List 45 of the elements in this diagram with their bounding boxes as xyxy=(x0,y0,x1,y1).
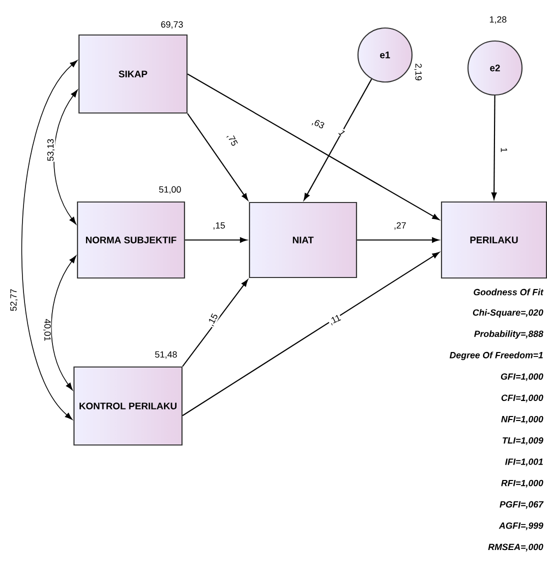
arrow xyxy=(187,74,440,220)
arrow xyxy=(51,256,76,390)
variable-box: NIAT xyxy=(248,202,358,278)
arrow xyxy=(182,252,440,416)
fit-statistic: PGFI=,067 xyxy=(500,501,544,509)
arrow xyxy=(182,280,248,367)
variable-box: KONTROL PERILAKU xyxy=(73,366,183,446)
estimate-label: 2,19 xyxy=(414,64,422,80)
edge-label: 1 xyxy=(337,128,347,138)
arrow xyxy=(357,237,439,243)
edge-label: ,27 xyxy=(393,222,407,230)
edge-label: ,75 xyxy=(225,132,239,148)
arrow xyxy=(54,90,78,224)
estimate-label: 1,28 xyxy=(490,16,506,24)
fit-statistic: GFI=1,000 xyxy=(500,373,544,382)
fit-statistic: IFI=1,001 xyxy=(505,458,543,466)
fit-statistic: RMSEA=,000 xyxy=(488,544,544,552)
estimate-label: 51,00 xyxy=(159,186,181,194)
edge-label: 53,13 xyxy=(46,138,56,162)
edge-label: ,15 xyxy=(206,312,220,328)
fit-statistic: Goodness Of Fit xyxy=(474,288,544,296)
estimate-label: 69,73 xyxy=(161,21,183,29)
arrow xyxy=(187,113,248,200)
edge-label: ,63 xyxy=(310,117,326,131)
arrow xyxy=(304,78,372,200)
edge-label: 1 xyxy=(500,147,508,153)
edge-label: ,11 xyxy=(327,314,343,326)
fit-statistic: NFI=1,000 xyxy=(501,416,544,424)
estimate-label: 51,48 xyxy=(155,351,177,359)
variable-box: NORMA SUBJEKTIF xyxy=(76,201,186,279)
fit-statistic: Probability=,888 xyxy=(474,330,544,339)
fit-statistic: Degree Of Freedom=1 xyxy=(450,352,543,360)
fit-statistic: TLI=1,009 xyxy=(502,437,544,445)
edge-label: 52,77 xyxy=(10,288,18,312)
fit-statistic: CFI=1,000 xyxy=(501,394,544,402)
fit-statistic: RFI=1,000 xyxy=(501,480,544,488)
variable-box: PERILAKU xyxy=(440,201,547,279)
arrow xyxy=(491,96,497,200)
variable-box: SIKAP xyxy=(78,34,188,114)
edge-label: ,15 xyxy=(212,222,226,230)
arrow xyxy=(185,237,247,243)
arrow xyxy=(21,60,78,420)
fit-statistic: AGFI=,999 xyxy=(498,522,544,530)
fit-statistic: Chi-Square=,020 xyxy=(472,309,544,318)
edge-label: 40,01 xyxy=(42,318,52,342)
